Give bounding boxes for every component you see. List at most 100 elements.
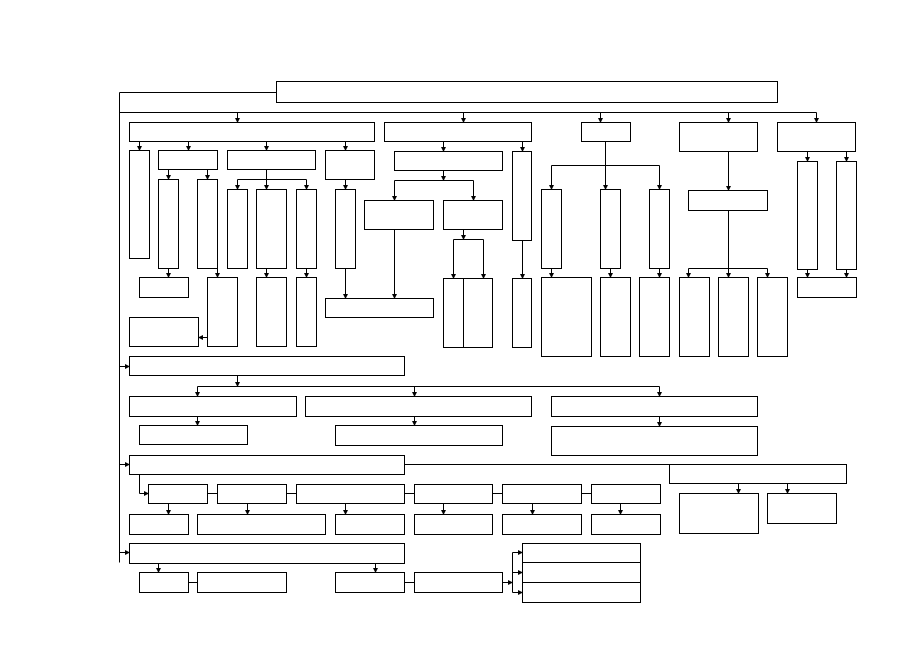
flow-box-rect [276,81,778,103]
flow-box-rect [502,514,582,535]
flow-box-53 [217,484,287,504]
flow-box-rect [581,122,631,142]
flow-box-36 [639,277,670,357]
flow-box-rect [335,514,405,535]
flow-box-rect [129,150,150,259]
flow-box-rect [541,277,592,357]
flow-box-39 [757,277,788,357]
flow-box-rect [158,150,218,170]
flow-box-33 [512,278,532,348]
flow-box-4 [581,122,631,142]
flow-box-rect [227,189,248,269]
flow-box-60 [129,514,189,535]
flow-box-35 [600,277,631,357]
flow-box-7 [129,150,150,259]
flow-box-rect [414,514,493,535]
flow-box-rect [522,582,641,603]
flow-box-18 [335,189,356,269]
flow-box-61 [197,514,326,535]
flow-box-rect [197,179,218,269]
flow-box-rect [158,179,179,269]
flow-box-rect [335,572,405,593]
flow-box-rect [541,189,562,269]
flow-box-55 [414,484,493,504]
flow-box-19 [364,200,434,230]
flow-box-rect [129,356,405,376]
flow-box-51 [669,464,847,484]
flow-box-rect [335,425,503,446]
flow-box-24 [688,190,768,211]
flow-box-rect [591,484,661,504]
flow-box-30 [296,277,317,347]
flow-box-rect [591,514,661,535]
flow-box-38 [718,277,749,357]
flow-box-22 [600,189,621,269]
flow-box-73 [414,572,503,593]
flow-box-rect [551,426,758,456]
flow-box-rect [129,543,405,564]
flow-box-31 [443,278,464,348]
flow-box-rect [305,396,532,417]
flow-box-63 [414,514,493,535]
flow-box-rect [551,396,758,417]
flow-box-72 [335,572,405,593]
flow-box-34 [541,277,592,357]
flow-box-rect [256,189,287,269]
flow-box-52 [148,484,208,504]
flow-box-rect [296,189,317,269]
flow-box-6 [777,122,856,152]
flow-box-rect [139,425,248,445]
flow-box-rect [797,277,857,298]
flow-box-rect [414,572,503,593]
flow-box-66 [129,543,405,564]
flow-box-15 [227,189,248,269]
flow-box-1 [276,81,778,103]
flow-box-rect [777,122,856,152]
flow-box-58 [679,493,759,534]
flow-box-50 [129,455,405,475]
flow-box-rect [443,200,503,230]
flow-box-26 [836,161,857,270]
flow-box-rect [129,396,297,417]
flow-box-21 [541,189,562,269]
flow-box-rect [512,151,532,241]
flow-box-54 [296,484,405,504]
flow-box-rect [502,484,582,504]
flow-box-rect [512,278,532,348]
flow-box-17 [296,189,317,269]
flow-box-67 [522,543,641,563]
flow-box-rect [679,122,758,152]
flow-box-37 [679,277,710,357]
flow-box-27 [139,277,189,298]
flow-box-rect [148,484,208,504]
flow-box-rect [256,277,287,347]
flow-box-57 [591,484,661,504]
flow-box-49 [551,426,758,456]
flow-box-rect [227,150,316,170]
flow-box-48 [335,425,503,446]
flow-box-42 [129,317,199,347]
flow-box-28 [207,277,238,347]
flow-box-44 [129,396,297,417]
flow-box-rect [443,278,464,348]
flow-box-rect [384,122,532,142]
flow-box-64 [502,514,582,535]
flow-box-rect [296,484,405,504]
flow-box-70 [139,572,189,593]
flow-box-rect [600,277,631,357]
flow-box-3 [384,122,532,142]
flow-box-47 [139,425,248,445]
flow-box-rect [600,189,621,269]
flow-box-65 [591,514,661,535]
connectors [119,92,849,595]
flow-box-rect [129,122,375,142]
flow-box-56 [502,484,582,504]
flow-box-rect [414,484,493,504]
flow-box-rect [296,277,317,347]
boxes [129,81,857,603]
flow-box-rect [463,278,493,348]
flow-box-69 [522,582,641,603]
flow-box-20 [443,200,503,230]
flow-box-rect [129,455,405,475]
flow-box-43 [129,356,405,376]
